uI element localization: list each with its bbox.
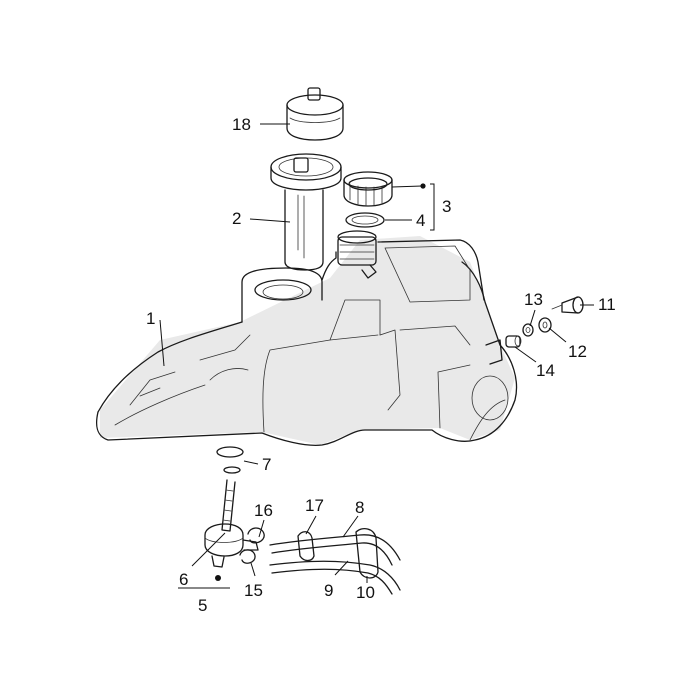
filter-cap (286, 87, 344, 141)
fuel-valve (204, 446, 259, 581)
label-6: 6 (179, 570, 188, 589)
label-1: 1 (146, 309, 155, 328)
label-16: 16 (254, 501, 273, 520)
mounting-hardware (505, 296, 584, 348)
label-15: 15 (244, 581, 263, 600)
label-17: 17 (305, 496, 324, 515)
label-11: 11 (598, 295, 616, 314)
label-14: 14 (536, 361, 555, 380)
label-8: 8 (355, 498, 364, 517)
label-18: 18 (232, 115, 251, 134)
label-12: 12 (568, 342, 587, 361)
label-3: 3 (442, 197, 451, 216)
hose-clips (239, 527, 265, 564)
cap-gasket (345, 212, 385, 228)
label-5: 5 (198, 596, 207, 615)
label-10: 10 (356, 583, 375, 602)
fuel-cap (343, 171, 393, 207)
label-9: 9 (324, 581, 333, 600)
label-7: 7 (262, 455, 271, 474)
label-13: 13 (524, 290, 543, 309)
label-2: 2 (232, 209, 241, 228)
fuel-hoses (269, 527, 401, 595)
leader-lines (159, 123, 594, 589)
filler-tube (270, 153, 342, 271)
label-4: 4 (416, 211, 425, 230)
fuel-tank (95, 230, 518, 446)
callout-labels: 1 2 3 4 5 6 7 8 9 10 11 12 13 14 15 16 1… (146, 115, 616, 615)
